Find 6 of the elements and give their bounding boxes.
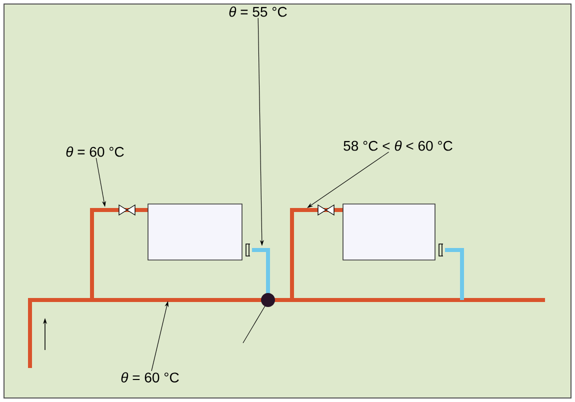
leader-arrow — [307, 152, 390, 208]
temperature-label: θ = 60 °C — [66, 146, 124, 157]
temperature-label: θ = 55 °C — [229, 6, 287, 17]
heating-system-drawing — [28, 204, 545, 368]
temperature-label: 58 °C < θ < 60 °C — [344, 140, 452, 151]
temperature-label: θ = 60 °C — [121, 372, 179, 382]
